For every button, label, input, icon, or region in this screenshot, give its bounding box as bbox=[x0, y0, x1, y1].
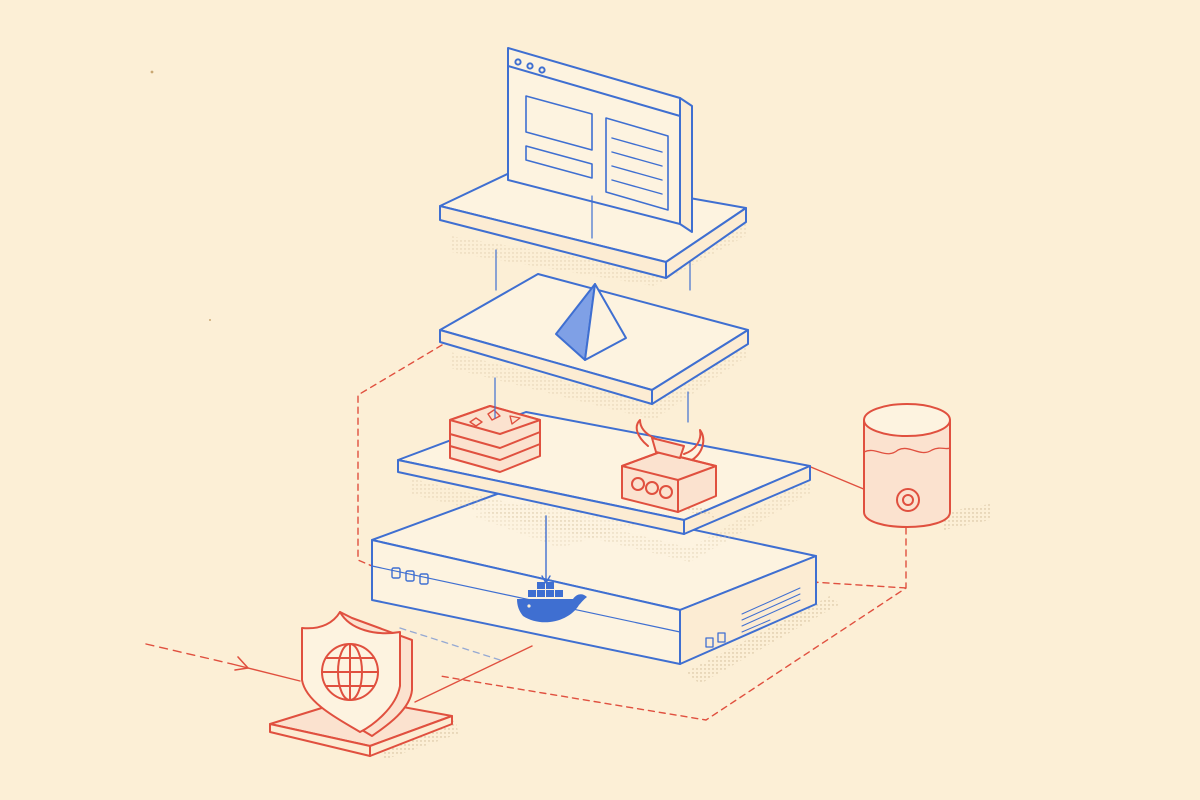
frontend-layer bbox=[439, 167, 747, 286]
routing-dashed-link bbox=[357, 344, 443, 567]
bull-server-top bbox=[621, 451, 717, 481]
gnu-bull-server-icon bbox=[621, 419, 717, 518]
browser-panel-footer bbox=[525, 145, 593, 179]
docker-whale-icon bbox=[517, 582, 587, 623]
routing-shadow bbox=[450, 340, 748, 420]
runtime-side-ports bbox=[705, 632, 726, 648]
api-to-runtime-arrow bbox=[541, 575, 551, 584]
routing-side-face bbox=[651, 329, 749, 405]
services-side-face bbox=[683, 465, 811, 535]
database-body bbox=[863, 419, 951, 528]
speck-1 bbox=[150, 70, 154, 74]
server-to-database-dashed bbox=[811, 581, 907, 589]
redis-triangle-icon bbox=[509, 415, 521, 425]
runtime-ports bbox=[391, 567, 429, 585]
api-to-database-line bbox=[805, 464, 867, 491]
browser-dot-2 bbox=[526, 62, 534, 70]
browser-frame bbox=[507, 47, 681, 225]
browser-toolbar bbox=[507, 65, 681, 117]
database-dashed-link bbox=[439, 527, 907, 721]
runtime-shadow bbox=[686, 596, 840, 684]
database-shadow bbox=[944, 504, 990, 530]
browser-panel-side bbox=[605, 117, 669, 211]
browser-dot-3 bbox=[538, 66, 546, 74]
database-lock-outer bbox=[896, 488, 920, 512]
bull-horn-left bbox=[635, 419, 655, 447]
database-cylinder-icon bbox=[863, 403, 990, 530]
prism-right-face bbox=[584, 283, 627, 361]
speck-2 bbox=[209, 319, 211, 321]
browser-dot-1 bbox=[514, 58, 522, 66]
edge-pad-side bbox=[369, 715, 453, 757]
incoming-request-arrowhead bbox=[234, 656, 249, 671]
redis-star-icon bbox=[487, 409, 501, 421]
redis-top-face bbox=[449, 405, 541, 435]
redis-cube-icon bbox=[469, 417, 483, 427]
browser-panel-main bbox=[525, 95, 593, 151]
services-shadow bbox=[410, 476, 812, 562]
redis-stack-icon bbox=[449, 405, 541, 473]
incoming-request-line-solid bbox=[231, 663, 301, 682]
globe-shield-icon bbox=[269, 611, 458, 760]
runtime-vents bbox=[741, 587, 801, 633]
bull-head bbox=[651, 437, 685, 459]
browser-depth bbox=[679, 97, 693, 233]
prism-icon bbox=[555, 283, 627, 361]
database-liquid-line bbox=[863, 447, 951, 455]
server-edge-dashed-link bbox=[399, 627, 501, 661]
browser-window-icon bbox=[507, 47, 693, 239]
incoming-request-line bbox=[145, 643, 233, 665]
database-lock-inner bbox=[902, 494, 914, 506]
runtime-layer bbox=[371, 489, 840, 684]
edge-to-server-line bbox=[414, 645, 533, 703]
browser-text-lines bbox=[611, 137, 663, 195]
bull-horn-right bbox=[683, 429, 705, 461]
frontend-side-face bbox=[665, 207, 747, 279]
database-top bbox=[863, 403, 951, 437]
runtime-side-face bbox=[679, 555, 817, 665]
